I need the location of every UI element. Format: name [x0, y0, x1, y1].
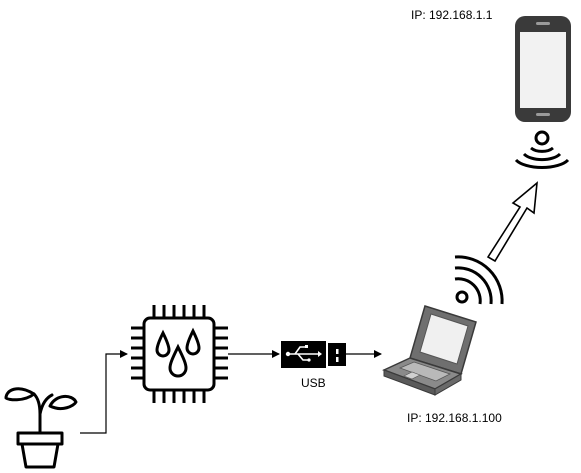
phone-ip-label: IP: 192.168.1.1 [411, 8, 493, 22]
usb-label: USB [301, 376, 326, 390]
wireless-link-arrow [486, 181, 538, 263]
connector-plant-to-sensor [80, 350, 128, 434]
smartphone-icon [515, 16, 571, 122]
plant-pot-icon [4, 387, 78, 469]
laptop-ip-label: IP: 192.168.1.100 [407, 411, 502, 425]
wireless-signal-icon [514, 130, 570, 170]
usb-dongle-icon [281, 341, 346, 368]
wifi-signal-icon [454, 255, 504, 305]
humidity-sensor-chip-icon [131, 305, 228, 403]
laptop-icon [382, 305, 477, 396]
